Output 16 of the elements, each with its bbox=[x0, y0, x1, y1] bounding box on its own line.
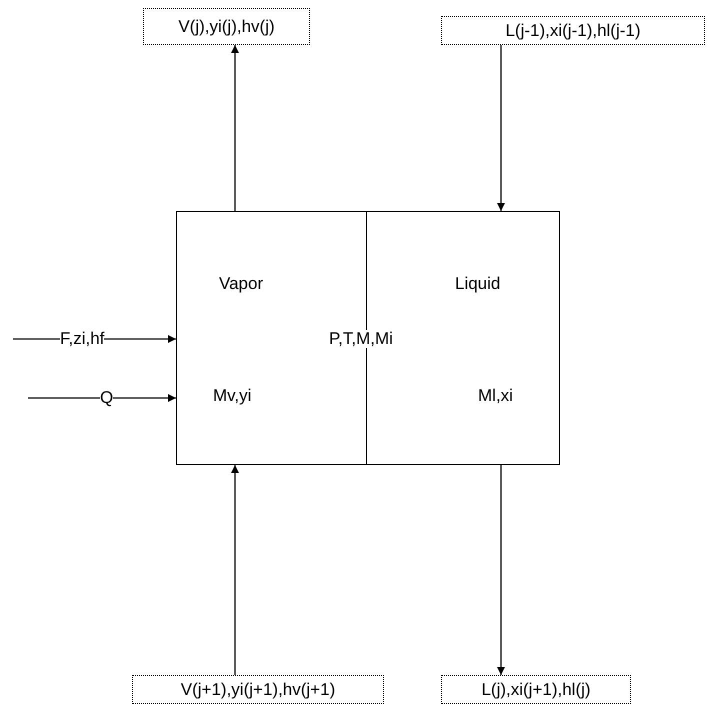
stream-box: V(j+1),yi(j+1),hv(j+1) bbox=[132, 675, 384, 704]
edge-label: Q bbox=[100, 389, 114, 407]
arrow bbox=[28, 394, 176, 402]
arrow bbox=[497, 45, 505, 211]
phase-label: Liquid bbox=[455, 274, 500, 294]
edge-label: F,zi,hf bbox=[60, 330, 104, 348]
arrow bbox=[231, 465, 239, 675]
arrow bbox=[231, 45, 239, 211]
holdup-label: Mv,yi bbox=[213, 386, 252, 406]
arrow bbox=[497, 465, 505, 675]
holdup-label: Ml,xi bbox=[478, 386, 513, 406]
state-variables-label: P,T,M,Mi bbox=[329, 330, 393, 348]
stream-box: L(j),xi(j+1),hl(j) bbox=[441, 675, 631, 704]
stream-box: V(j),yi(j),hv(j) bbox=[143, 8, 310, 45]
phase-label: Vapor bbox=[219, 274, 264, 294]
stream-box: L(j-1),xi(j-1),hl(j-1) bbox=[441, 16, 705, 45]
